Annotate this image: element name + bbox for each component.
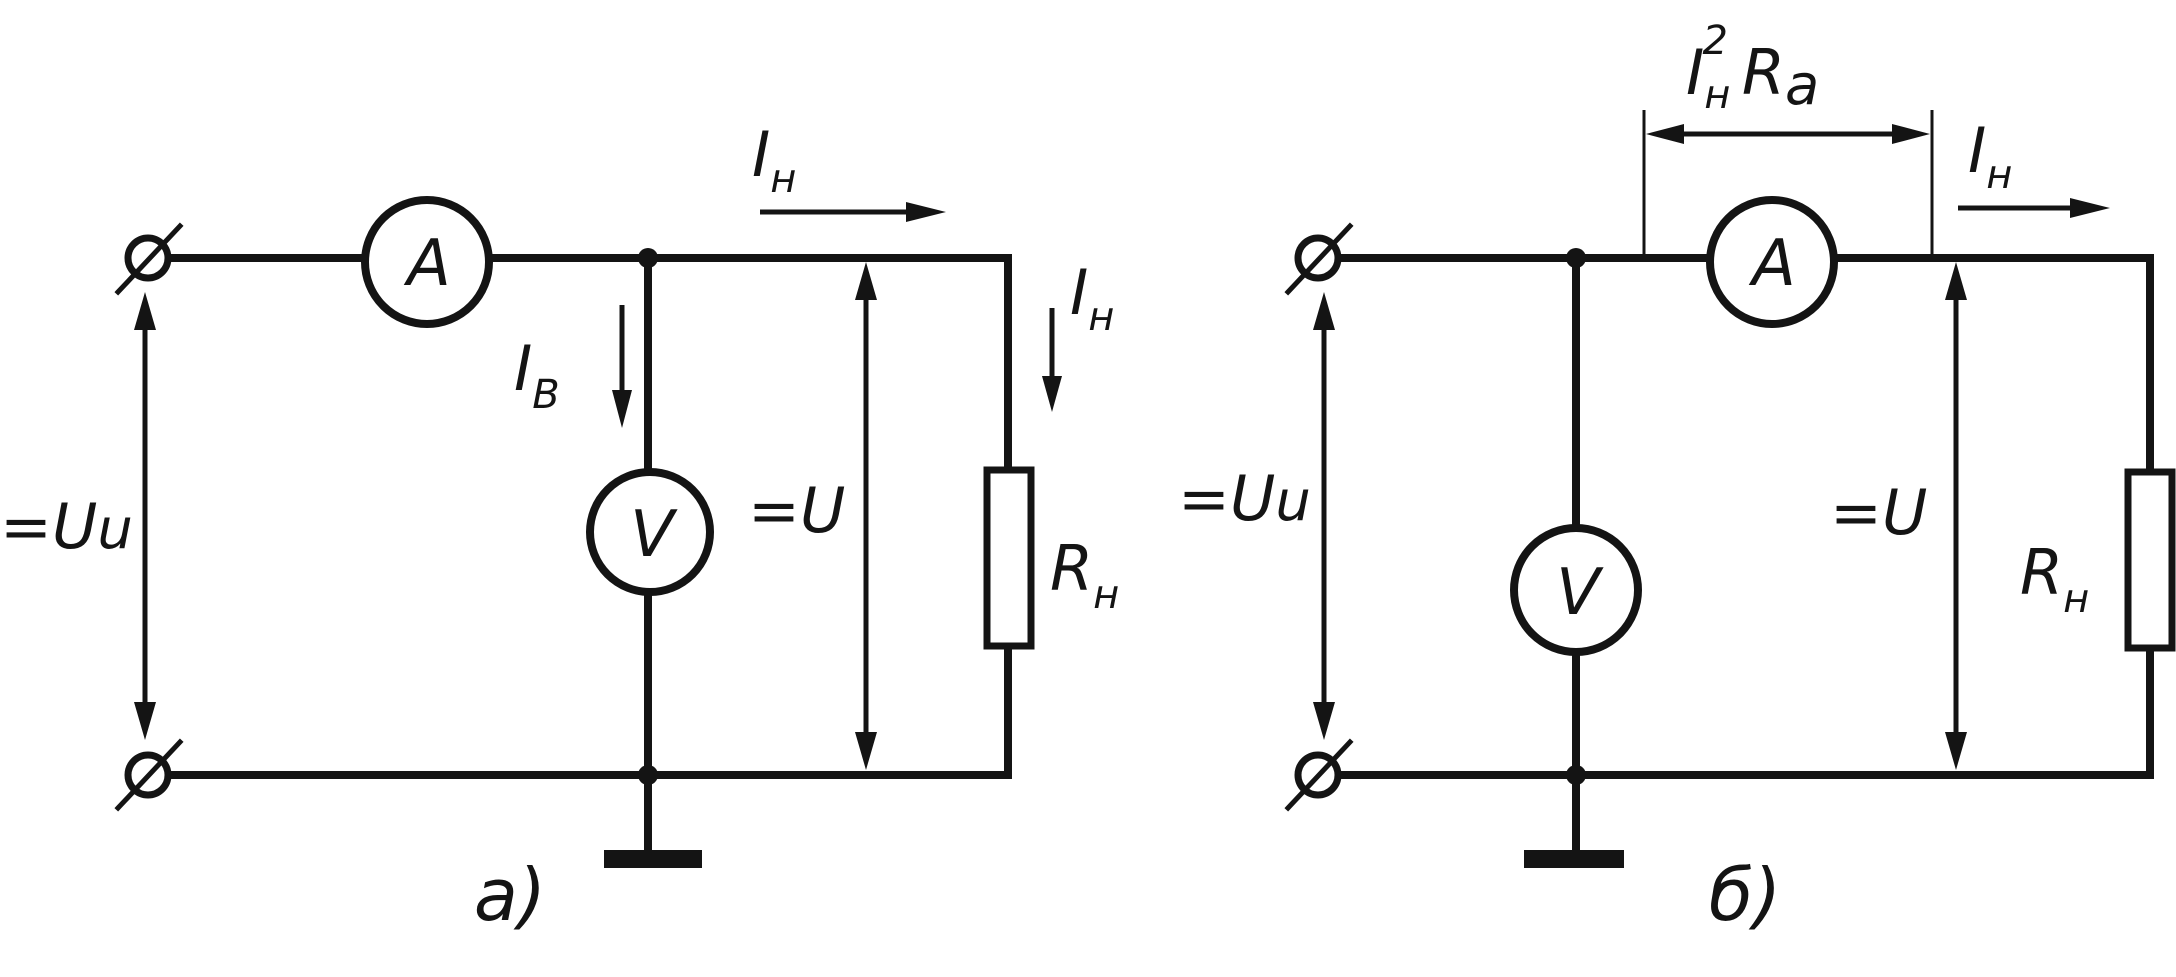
voltmeter-a <box>586 468 714 596</box>
voltmeter-a-label: V <box>630 498 678 572</box>
circuit-a: A V <box>0 118 1119 937</box>
load-branch-current-arrow-a <box>1042 308 1062 412</box>
terminal-bottom-b <box>1284 738 1354 812</box>
load-current-label-b: Iн <box>1968 114 2012 198</box>
ammeter-a <box>361 196 493 328</box>
source-voltage-label-a: =Uu <box>0 490 133 563</box>
junction-dot-bottom-a <box>638 765 658 785</box>
load-resistor-b <box>2124 468 2176 652</box>
load-voltage-arrow-b <box>1945 262 1967 770</box>
load-current-arrow-b <box>1958 198 2110 218</box>
circuit-b: A V <box>1178 18 2176 937</box>
terminal-top-b <box>1284 222 1354 296</box>
ammeter-a-label: A <box>403 227 451 301</box>
voltmeter-b-label: V <box>1556 556 1604 630</box>
ammeter-b <box>1706 196 1838 328</box>
voltmeter-current-arrow-a <box>612 305 632 428</box>
ground-symbol <box>604 850 702 868</box>
load-resistor-a <box>983 466 1035 650</box>
voltmeter-b <box>1510 524 1642 656</box>
load-voltage-arrow-a <box>855 262 877 770</box>
caption-b: б) <box>1709 853 1782 937</box>
caption-a: а) <box>474 853 546 937</box>
load-voltage-label-b: =U <box>1830 476 1927 549</box>
junction-dot-top-b <box>1566 248 1586 268</box>
voltmeter-current-label-a: IB <box>514 332 560 418</box>
load-voltage-label-a: =U <box>748 474 845 547</box>
load-branch-current-label-a: Iн <box>1070 256 1114 340</box>
terminal-top-a <box>114 222 184 296</box>
junction-dot-bottom-b <box>1566 765 1586 785</box>
load-current-arrow-a <box>760 202 946 222</box>
load-current-label-a: Iн <box>752 118 796 202</box>
ammeter-drop-dimension-b <box>1642 110 1934 258</box>
ground-symbol <box>1524 850 1624 868</box>
ammeter-b-label: A <box>1748 227 1796 301</box>
load-resistor-label-b: Rн <box>2020 536 2089 622</box>
load-resistor-label-a: Rн <box>1050 532 1119 618</box>
terminal-bottom-a <box>114 738 184 812</box>
source-voltage-arrow-a <box>134 292 156 740</box>
source-voltage-label-b: =Uu <box>1178 462 1311 535</box>
source-voltage-arrow-b <box>1313 292 1335 740</box>
junction-dot-top-a <box>638 248 658 268</box>
